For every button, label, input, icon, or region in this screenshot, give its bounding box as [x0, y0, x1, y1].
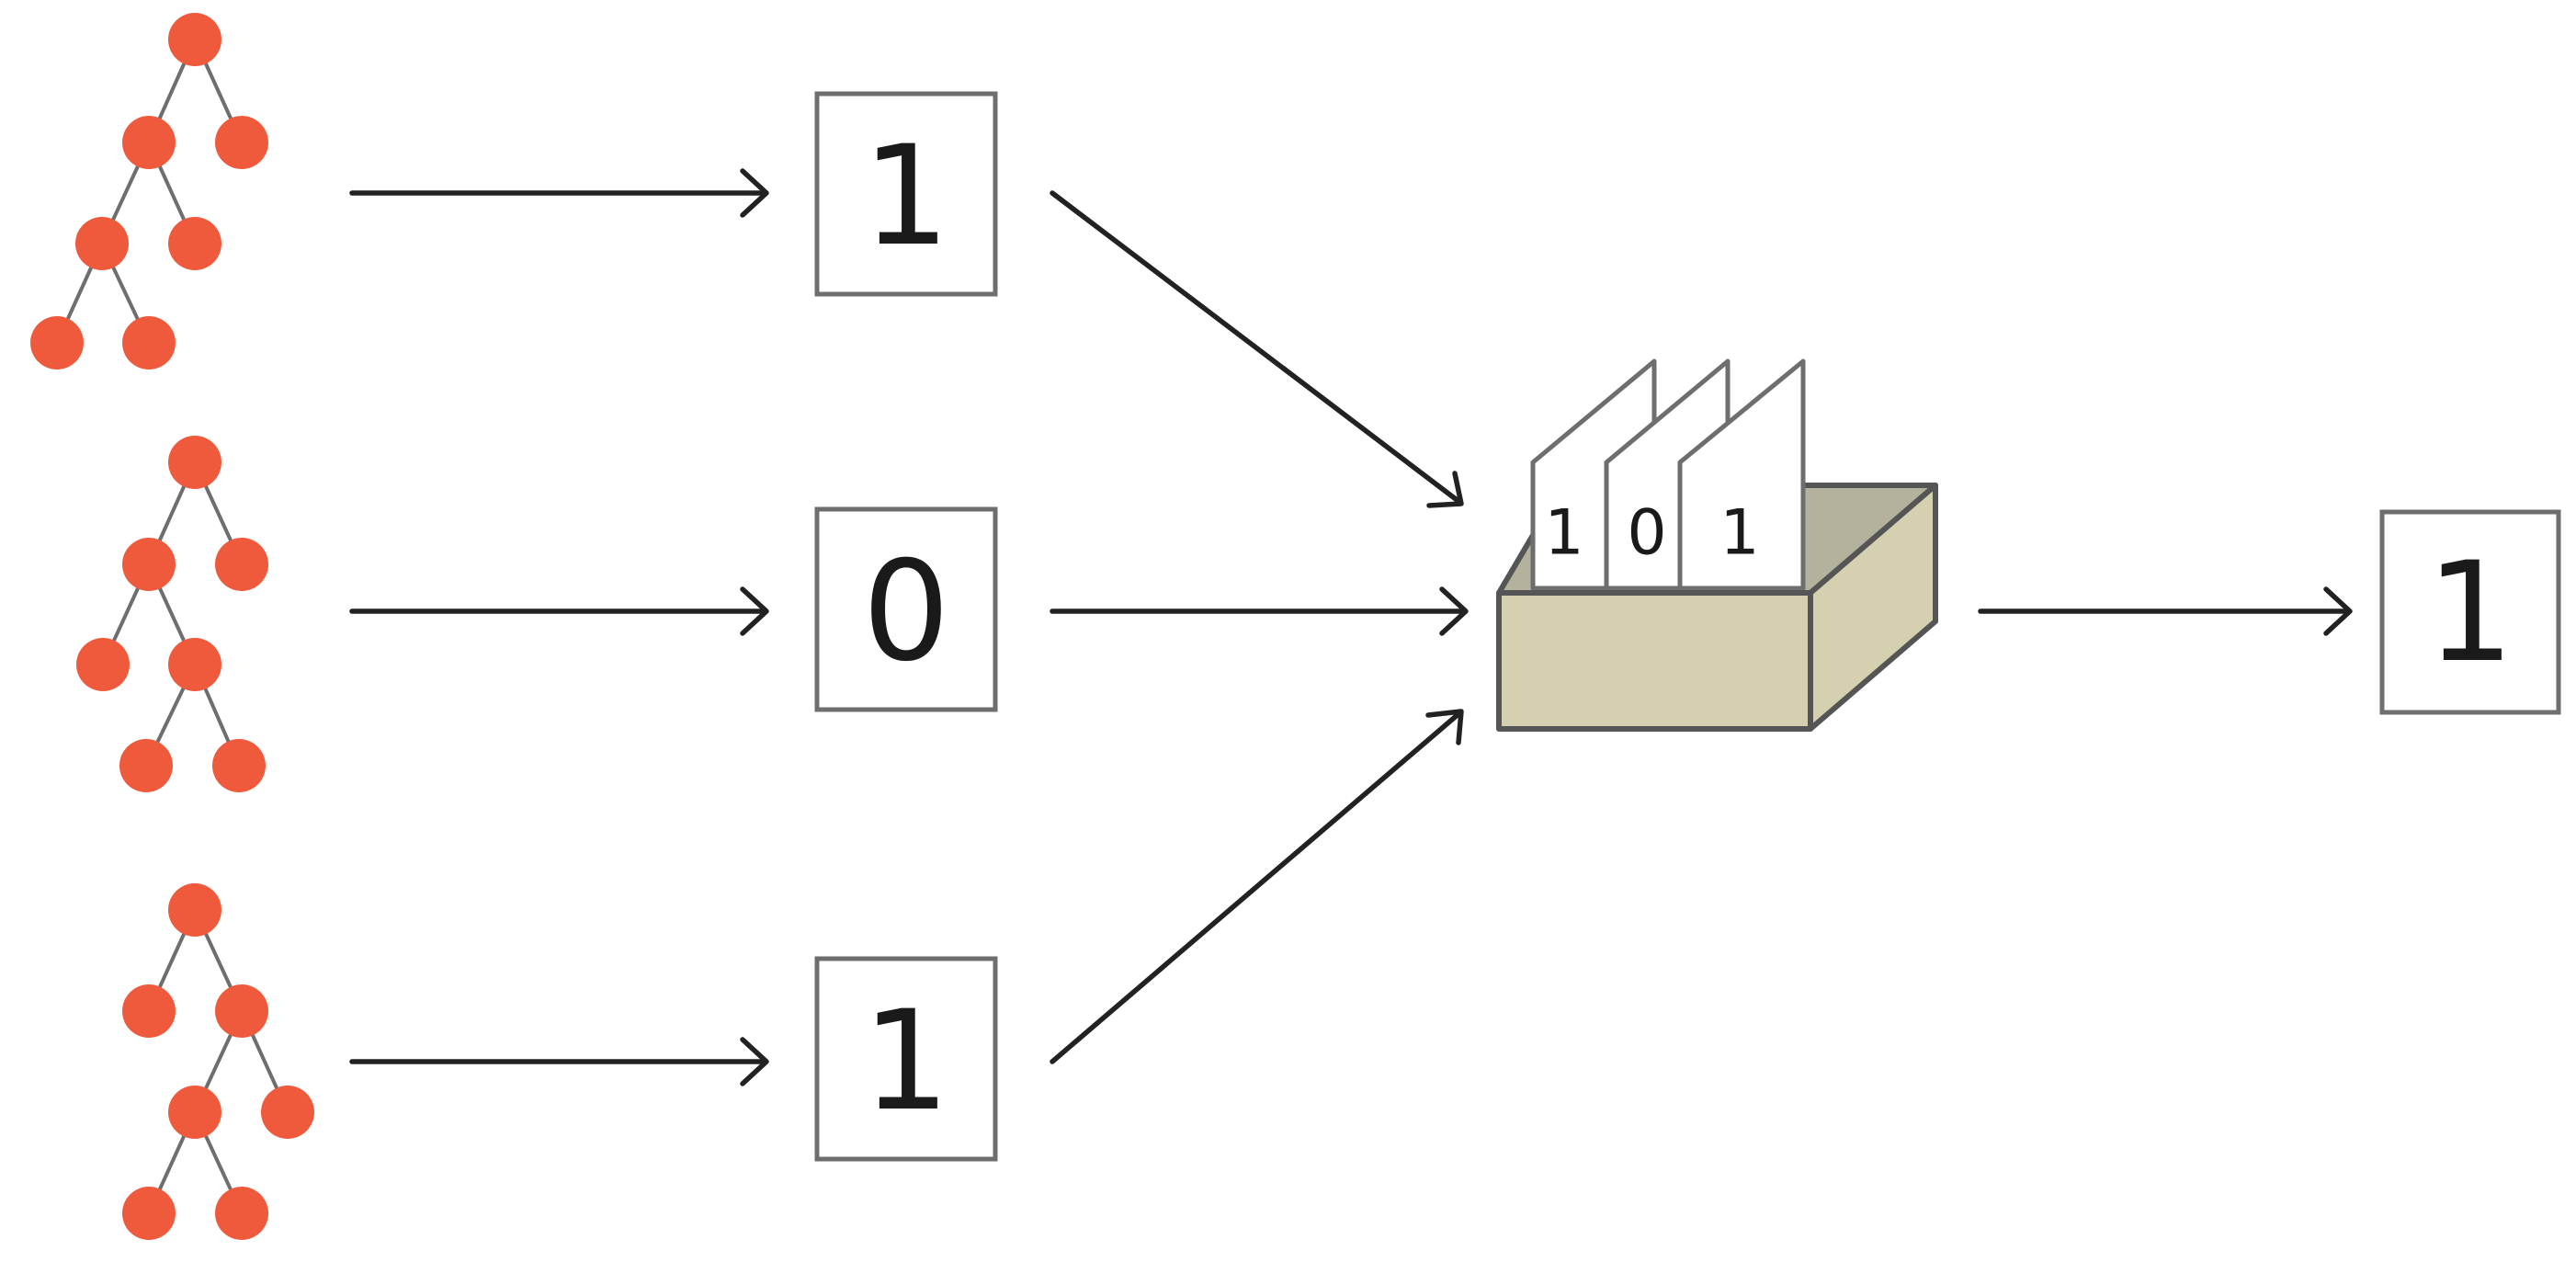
ballot-3-value: 1	[1719, 497, 1759, 570]
arrow-ballot-box-to-result	[1978, 586, 2353, 636]
vote-to-ballot-box-arrows	[1050, 190, 1469, 1064]
tree-1	[30, 13, 268, 370]
tree-node	[215, 116, 268, 169]
tree-3	[122, 883, 314, 1240]
result-box: 1	[2379, 509, 2561, 715]
arrow-tree-2-to-vote-2	[349, 586, 769, 636]
tree-node	[212, 739, 266, 792]
tree-node	[261, 1086, 314, 1139]
tree-node	[168, 217, 221, 270]
tree-node	[122, 116, 176, 169]
tree-node	[122, 316, 176, 370]
ballot-box-icon: 1 0 1	[1496, 358, 1938, 732]
tree-node	[168, 883, 221, 937]
tree-node	[76, 638, 130, 691]
arrow-vote-2-to-ballot-box	[1050, 586, 1469, 636]
arrow-vote-3-to-ballot-box	[1050, 709, 1464, 1064]
ballot-3: 1	[1677, 358, 1806, 591]
result-value: 1	[2426, 533, 2514, 693]
tree-node	[30, 316, 84, 370]
vote-1-value: 1	[862, 117, 949, 277]
arrow-tree-3-to-vote-3	[349, 1037, 769, 1086]
tree-node	[119, 739, 173, 792]
tree-to-vote-arrows	[349, 168, 769, 1086]
ballot-cards: 1 0 1	[1530, 358, 1806, 591]
vote-2-value: 0	[862, 532, 949, 692]
vote-boxes: 1 0 1	[814, 91, 998, 1162]
tree-node	[122, 538, 176, 591]
tree-node	[122, 984, 176, 1038]
tree-2	[76, 436, 268, 792]
tree-node	[215, 984, 268, 1038]
vote-box-2: 0	[814, 506, 998, 712]
vote-3-value: 1	[862, 982, 949, 1142]
tree-node	[168, 638, 221, 691]
decision-trees	[30, 13, 314, 1240]
vote-box-1: 1	[814, 91, 998, 297]
tree-node	[168, 13, 221, 66]
ballot-2-value: 0	[1627, 497, 1666, 570]
ballot-1-value: 1	[1544, 497, 1583, 570]
tree-node	[215, 1187, 268, 1240]
vote-box-3: 1	[814, 956, 998, 1162]
tree-node	[168, 1086, 221, 1139]
tree-node	[168, 436, 221, 489]
tree-node	[75, 217, 129, 270]
arrow-tree-1-to-vote-1	[349, 168, 769, 218]
arrow-vote-1-to-ballot-box	[1050, 190, 1464, 508]
tree-node	[122, 1187, 176, 1240]
tree-node	[215, 538, 268, 591]
